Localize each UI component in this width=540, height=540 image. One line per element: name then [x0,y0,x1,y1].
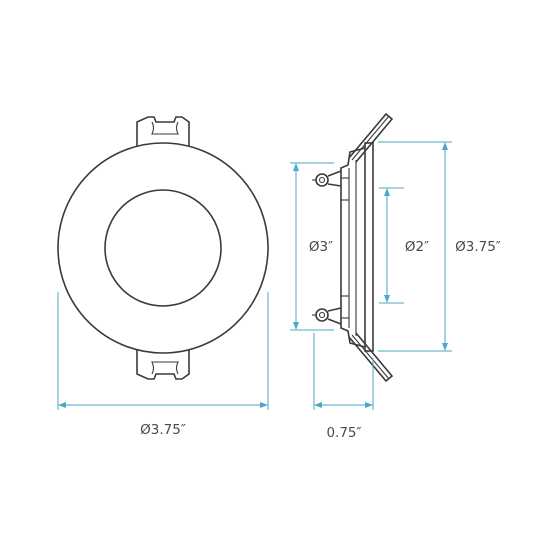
front-diameter-dimension: Ø3.75″ [57,292,269,438]
trim-flange [364,142,374,352]
side-view [312,112,394,383]
aperture-diameter-label: Ø2″ [405,239,429,255]
aperture-diameter-dimension: Ø2″ [379,187,436,304]
top-tab-slot [151,121,179,135]
side-diameter-label: Ø3.75″ [455,239,501,255]
inner-diameter-dimension: Ø3″ [290,162,340,331]
bottom-tab-slot [151,361,179,375]
bottom-mounting-tab [136,350,190,380]
bottom-spring-clip [312,307,394,383]
top-spring-clip [312,112,394,187]
outer-trim-circle [57,142,269,354]
side-diameter-dimension: Ø3.75″ [378,141,506,352]
top-mounting-tab [136,116,190,146]
inner-aperture-circle [104,189,222,307]
front-view [57,116,269,380]
inner-diameter-label: Ø3″ [309,239,333,255]
front-diameter-label: Ø3.75″ [140,422,186,438]
depth-label: 0.75″ [326,425,361,441]
housing-body [340,147,366,348]
depth-dimension: 0.75″ [313,333,374,441]
